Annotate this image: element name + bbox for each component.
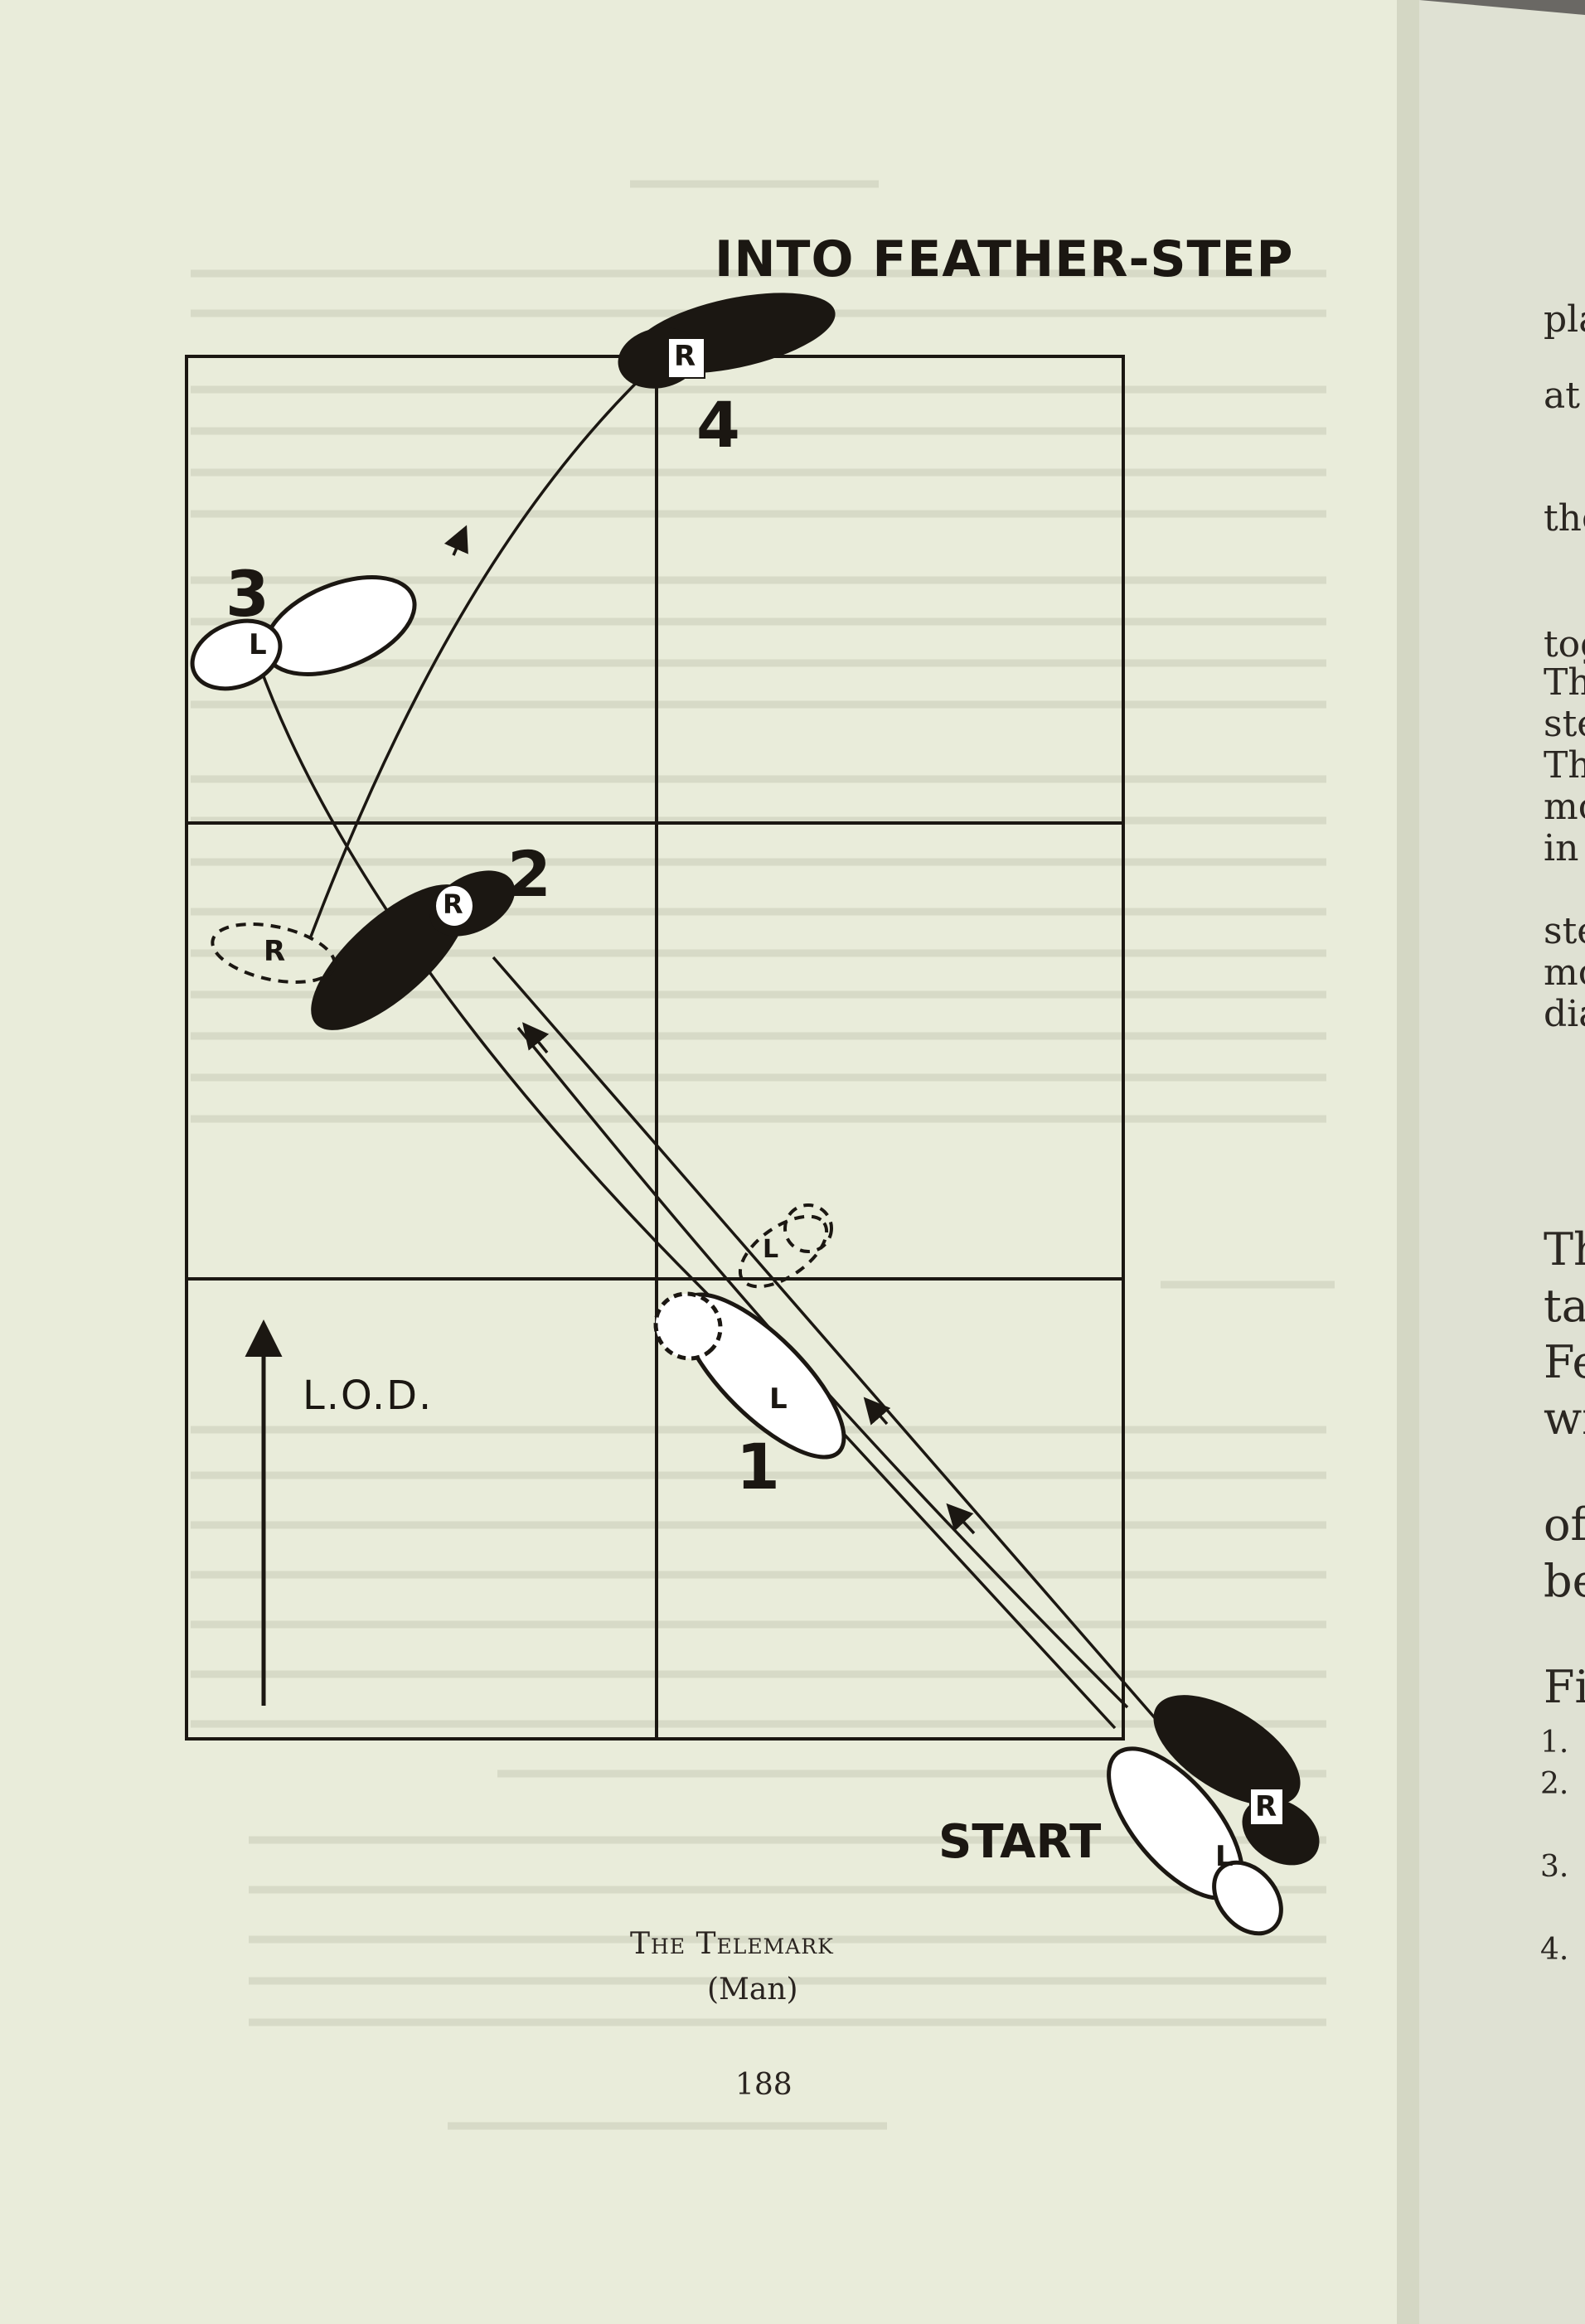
start-left-foot-letter: L [1215,1840,1234,1873]
right-page-fragment: tog [1544,623,1585,666]
step-2-footprint [311,870,516,1030]
background-edge [1419,0,1585,15]
right-page-fragment: pla [1544,298,1585,341]
step-2-number: 2 [507,837,551,911]
lod-label: L.O.D. [303,1373,434,1419]
ghost-footprint-upper [211,922,337,984]
right-page-fragment: of [1544,1498,1585,1551]
step-3-footprint [190,575,417,691]
right-page-fragment: 2. [1540,1767,1569,1801]
right-page-fragment: ste [1544,910,1585,952]
right-page-fragment: in [1544,827,1579,869]
path-arrowheads [444,525,976,1535]
step-3-number: 3 [225,557,269,631]
right-page-fragment: Fi [1544,1661,1585,1713]
right-page [1419,0,1585,2324]
step-1-footprint [653,1291,846,1460]
step-4-number: 4 [696,388,740,462]
start-right-foot-letter: R [1255,1790,1277,1823]
page-number: 188 [735,2068,792,2102]
step-1-number: 1 [736,1430,780,1503]
right-page-fragment: mo [1544,951,1585,994]
right-page-fragment: mo [1544,786,1585,828]
right-page-fragment: Th [1544,744,1585,787]
right-page-fragment: wi [1544,1392,1585,1445]
step-3-foot-letter: L [249,628,267,661]
right-page-fragment: the [1544,497,1585,540]
caption-subtitle: (Man) [707,1973,798,2007]
right-page-fragment: at [1544,375,1580,417]
right-page-fragment: Th [1544,1223,1585,1276]
right-page-fragment: 3. [1540,1850,1569,1884]
ghost-upper-foot-letter: R [264,935,286,968]
step-1-foot-letter: L [769,1382,788,1416]
start-label: START [938,1815,1102,1869]
ghost-lower-foot-letter: L [763,1235,779,1264]
right-page-fragment: Th [1544,661,1585,704]
movement-paths [257,363,1158,1730]
right-page-fragment: tal [1544,1280,1585,1332]
right-page-fragment: be [1544,1555,1585,1607]
right-page-fragment: 1. [1540,1726,1569,1760]
step-4-foot-letter: R [674,340,696,373]
step-2-foot-letter: R [443,888,463,920]
right-page-fragment: ste [1544,703,1585,745]
right-page-fragment: 4. [1540,1933,1569,1967]
start-right-footprint [1153,1695,1320,1866]
ghost-footprint-lower [738,1203,833,1289]
right-page-fragment: Fe [1544,1336,1585,1388]
right-page-fragment: dia [1544,993,1585,1035]
caption-title: The Telemark [630,1927,834,1961]
start-left-footprint [1107,1746,1283,1936]
diagram-heading: INTO FEATHER-STEP [715,230,1294,288]
step-4-footprint [618,293,836,389]
